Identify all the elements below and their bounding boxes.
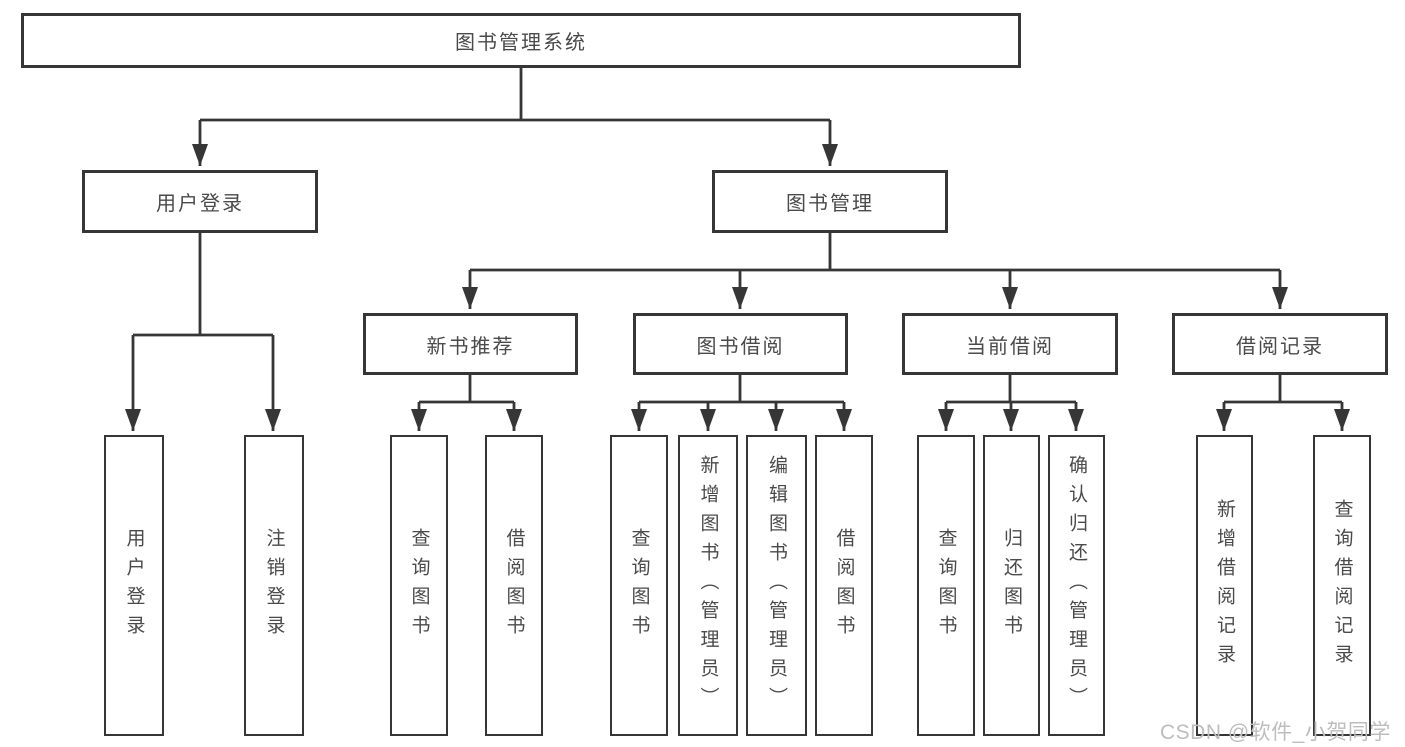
node-book-mgmt: 图书管理 (712, 170, 948, 233)
leaf-newbook-query-label: 查询图书 (408, 527, 430, 644)
node-root-label: 图书管理系统 (455, 32, 587, 54)
leaf-bookborrow-query-label: 查询图书 (628, 527, 650, 644)
node-current-borrow: 当前借阅 (902, 313, 1118, 375)
csdn-watermark: CSDN @软件_小贺同学 (1160, 721, 1391, 744)
leaf-records-add-label: 新增借阅记录 (1214, 498, 1235, 673)
node-new-book-rec: 新书推荐 (363, 313, 578, 375)
leaf-records-add: 新增借阅记录 (1196, 435, 1253, 736)
node-borrow-records-label: 借阅记录 (1236, 335, 1324, 358)
leaf-bookborrow-edit: 编辑图书（管理员） (746, 435, 807, 736)
node-new-book-rec-label: 新书推荐 (426, 335, 515, 358)
leaf-newbook-borrow-label: 借阅图书 (503, 527, 525, 644)
node-book-borrow: 图书借阅 (633, 313, 848, 375)
leaf-bookborrow-query: 查询图书 (610, 435, 668, 736)
leaf-bookborrow-borrow-label: 借阅图书 (833, 527, 855, 644)
leaf-current-return-label: 归还图书 (1001, 527, 1022, 644)
leaf-logout: 注销登录 (244, 435, 304, 736)
leaf-current-confirm: 确认归还（管理员） (1048, 435, 1105, 736)
leaf-bookborrow-edit-label: 编辑图书（管理员） (766, 455, 787, 716)
leaf-newbook-query: 查询图书 (390, 435, 448, 736)
node-book-borrow-label: 图书借阅 (696, 335, 785, 358)
leaf-current-query: 查询图书 (917, 435, 975, 736)
leaf-bookborrow-add-label: 新增图书（管理员） (697, 455, 719, 716)
node-user-login-label: 用户登录 (156, 193, 244, 215)
leaf-newbook-borrow: 借阅图书 (485, 435, 543, 736)
leaf-bookborrow-borrow: 借阅图书 (815, 435, 873, 736)
leaf-current-query-label: 查询图书 (935, 527, 957, 644)
leaf-records-query: 查询借阅记录 (1313, 435, 1371, 736)
leaf-user-login-label: 用户登录 (123, 527, 145, 644)
node-root: 图书管理系统 (21, 13, 1021, 68)
node-borrow-records: 借阅记录 (1172, 313, 1388, 375)
node-current-borrow-label: 当前借阅 (966, 335, 1054, 358)
leaf-user-login: 用户登录 (104, 435, 164, 736)
leaf-current-confirm-label: 确认归还（管理员） (1066, 455, 1087, 716)
leaf-records-query-label: 查询借阅记录 (1331, 498, 1353, 673)
leaf-bookborrow-add: 新增图书（管理员） (678, 435, 738, 736)
leaf-current-return: 归还图书 (983, 435, 1040, 736)
node-user-login: 用户登录 (82, 170, 318, 233)
leaf-logout-label: 注销登录 (263, 527, 285, 644)
node-book-mgmt-label: 图书管理 (786, 193, 874, 215)
